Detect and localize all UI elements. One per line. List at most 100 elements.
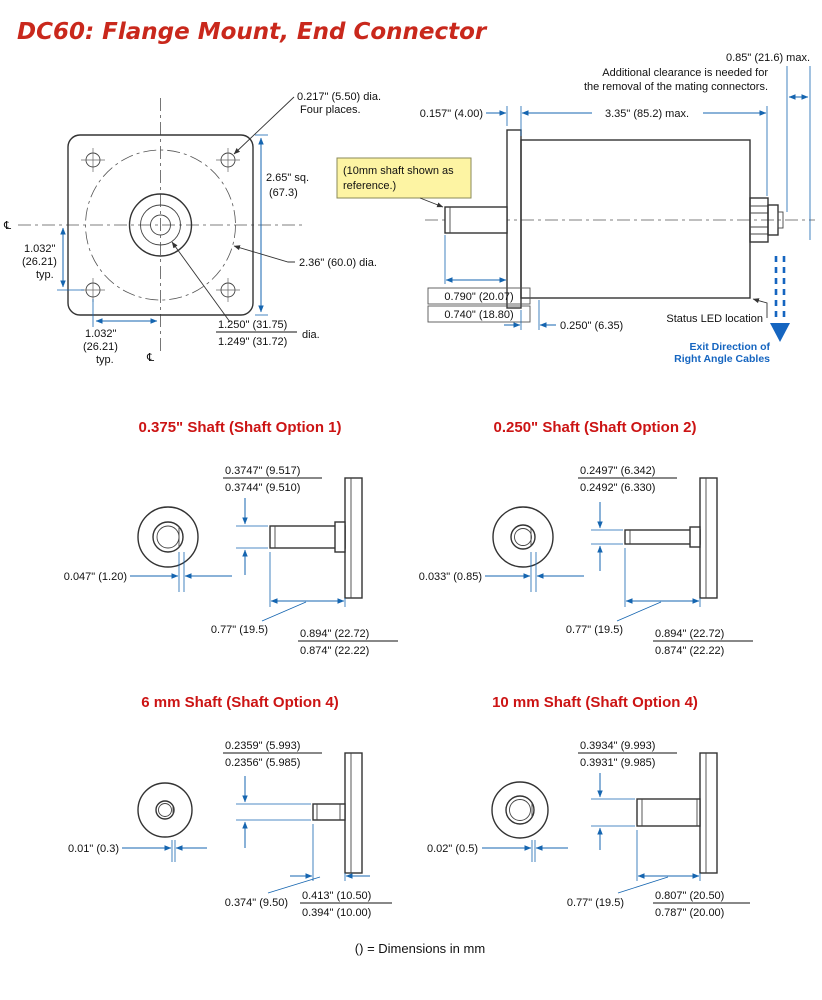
pilot-dia-suffix-label: dia. [302, 329, 320, 341]
dim-diameter: 0.3747" (9.517) 0.3744" (9.510) [223, 465, 322, 575]
pilot-dim-lower-label: 1.249" (31.72) [218, 336, 287, 348]
dim-diameter: 0.2497" (6.342) 0.2492" (6.330) [578, 465, 677, 571]
flat-dim-label: 0.033" (0.85) [419, 571, 482, 583]
shaft-note-line2: reference.) [343, 180, 396, 192]
pilot-dim-upper-label: 1.250" (31.75) [218, 319, 287, 331]
shaft-option-2: 0.250" Shaft (Shaft Option 2) 0.033" (0.… [419, 419, 753, 657]
encoder-body-outline [444, 129, 784, 309]
shaft-option-4: 10 mm Shaft (Shaft Option 4) 0.02" (0.5)… [427, 694, 750, 919]
overall-lower-label: 0.874" (22.22) [300, 645, 369, 657]
dim-bolt-circle: 2.36" (60.0) dia. [233, 245, 377, 269]
centerline-symbol-bottom: ℄ [146, 352, 154, 364]
flat-dim-label: 0.047" (1.20) [64, 571, 127, 583]
dim-connector-clearance: 0.85" (21.6) max. Additional clearance i… [584, 52, 811, 240]
note-box [336, 157, 472, 199]
dia-upper-label: 0.2359" (5.993) [225, 740, 300, 752]
shaft-reference-note: (10mm shaft shown as reference.) [336, 157, 472, 208]
shaft [444, 206, 508, 234]
dim-diameter: 0.3934" (9.993) 0.3931" (9.985) [578, 740, 677, 850]
shaft-option-1: 0.375" Shaft (Shaft Option 1) 0.047" (1.… [64, 419, 398, 657]
down-arrow-icon [770, 323, 790, 342]
bolt-circle-dim-label: 2.36" (60.0) dia. [299, 257, 377, 269]
dim-body-length: 3.35" (85.2) max. [521, 106, 768, 196]
mounting-hole [216, 278, 240, 302]
left-dim-label: 1.032" [24, 243, 56, 255]
dim-diameter: 0.2359" (5.993) 0.2356" (5.985) [223, 740, 322, 848]
bottom-dim-mm-label: (26.21) [83, 341, 118, 353]
usable-len-label: 0.77" (19.5) [211, 624, 268, 636]
front-view: ℄ ℄ 0.217" (5.50) dia. Four places. 2.65… [3, 91, 381, 366]
dia-upper-label: 0.3747" (9.517) [225, 465, 300, 477]
overall-lower-label: 0.394" (10.00) [302, 907, 371, 919]
square-dim-label: 2.65" sq. [266, 172, 309, 184]
dim-flat: 0.02" (0.5) [427, 840, 568, 862]
usable-len-label: 0.77" (19.5) [567, 897, 624, 909]
footnote: () = Dimensions in mm [355, 941, 485, 956]
centerline-symbol-left: ℄ [3, 220, 11, 232]
shaft-profile [624, 477, 718, 599]
usable-len-label: 0.77" (19.5) [566, 624, 623, 636]
left-dim-mm-label: (26.21) [22, 256, 57, 268]
dia-lower-label: 0.3744" (9.510) [225, 482, 300, 494]
overall-lower-label: 0.874" (22.22) [655, 645, 724, 657]
shaft-profile [312, 752, 363, 874]
dim-pilot-diameter: 1.250" (31.75) 1.249" (31.72) dia. [171, 241, 320, 348]
shaft-profile [636, 752, 718, 874]
dia-upper-label: 0.3934" (9.993) [580, 740, 655, 752]
hub-circle [140, 204, 181, 246]
dia-upper-label: 0.2497" (6.342) [580, 465, 655, 477]
clearance-note-line1: Additional clearance is needed for [602, 67, 768, 79]
left-typ-label: typ. [36, 269, 54, 281]
led-label: Status LED location [666, 313, 763, 325]
side-view: 0.85" (21.6) max. Additional clearance i… [336, 52, 815, 365]
bolt-circle [85, 149, 236, 301]
exit-direction-indicator: Exit Direction of Right Angle Cables [674, 256, 790, 365]
overall-upper-label: 0.413" (10.50) [302, 890, 371, 902]
flat-dim-label: 0.02" (0.5) [427, 843, 478, 855]
flange-thickness-label: 0.157" (4.00) [420, 108, 483, 120]
flange-face-outline [67, 134, 254, 316]
dim-hole-spacing-bottom: 1.032" (26.21) typ. [83, 299, 158, 366]
clearance-note-line2: the removal of the mating connectors. [584, 81, 768, 93]
dim-flat: 0.01" (0.3) [68, 840, 207, 862]
flat-dim-label: 0.01" (0.3) [68, 843, 119, 855]
bottom-dim-label: 1.032" [85, 328, 117, 340]
dim-square-size: 2.65" sq. (67.3) [255, 134, 309, 316]
mounting-hole [81, 148, 105, 172]
shaft-option-3: 6 mm Shaft (Shaft Option 4) 0.01" (0.3) … [68, 694, 392, 919]
dim-mounting-hole-callout: 0.217" (5.50) dia. Four places. [233, 91, 381, 155]
exit-label-line2: Right Angle Cables [674, 353, 770, 365]
mounting-hole [81, 278, 105, 302]
dia-lower-label: 0.3931" (9.985) [580, 757, 655, 769]
usable-len-label: 0.374" (9.50) [225, 897, 288, 909]
dim-lengths: 0.374" (9.50) 0.413" (10.50) 0.394" (10.… [225, 824, 392, 919]
shaft-circle [150, 214, 171, 236]
page-title: DC60: Flange Mount, End Connector [17, 19, 488, 45]
dim-pilot-depth: 0.250" (6.35) [504, 300, 623, 332]
shaft-option-2-title: 0.250" Shaft (Shaft Option 2) [494, 419, 697, 436]
flange-plate [506, 129, 522, 309]
shaft-len-lower-label: 0.740" (18.80) [444, 309, 513, 321]
dim-lengths: 0.77" (19.5) 0.894" (22.72) 0.874" (22.2… [211, 552, 398, 657]
shaft-note-line1: (10mm shaft shown as [343, 165, 454, 177]
front-centerlines [18, 98, 305, 352]
body-length-label: 3.35" (85.2) max. [605, 108, 689, 120]
pilot-circle [128, 193, 193, 257]
shaft-option-1-title: 0.375" Shaft (Shaft Option 1) [139, 419, 342, 436]
dim-shaft-length: 0.790" (20.07) 0.740" (18.80) [427, 235, 531, 323]
overall-upper-label: 0.894" (22.72) [300, 628, 369, 640]
shaft-len-upper-label: 0.790" (20.07) [444, 291, 513, 303]
end-connector [749, 197, 784, 243]
exit-label-line1: Exit Direction of [689, 341, 770, 353]
bottom-typ-label: typ. [96, 354, 114, 366]
overall-lower-label: 0.787" (20.00) [655, 907, 724, 919]
dim-lengths: 0.77" (19.5) 0.807" (20.50) 0.787" (20.0… [567, 830, 750, 919]
shaft-option-3-title: 6 mm Shaft (Shaft Option 4) [141, 694, 339, 711]
square-dim-mm-label: (67.3) [269, 187, 298, 199]
clearance-dim-label: 0.85" (21.6) max. [726, 52, 810, 64]
status-led-callout: Status LED location [666, 298, 768, 325]
end-view [137, 506, 199, 568]
flange-square [67, 134, 254, 316]
